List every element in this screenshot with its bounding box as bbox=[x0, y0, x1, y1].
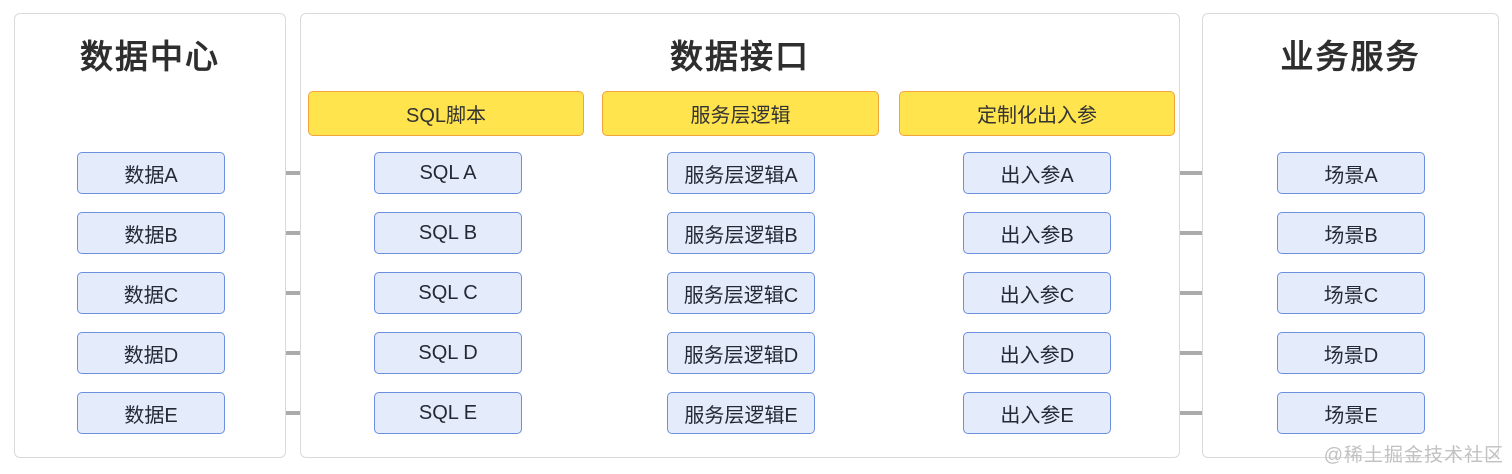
node-data-box: 数据E bbox=[77, 392, 225, 434]
node-params-box: 出入参A bbox=[963, 152, 1111, 194]
node-data-box: 数据D bbox=[77, 332, 225, 374]
node-service-box: 服务层逻辑C bbox=[667, 272, 815, 314]
node-params-box: 出入参D bbox=[963, 332, 1111, 374]
node-scene-box: 场景D bbox=[1277, 332, 1425, 374]
node-scene-box: 场景C bbox=[1277, 272, 1425, 314]
node-service-box: 服务层逻辑A bbox=[667, 152, 815, 194]
node-service-box: 服务层逻辑E bbox=[667, 392, 815, 434]
column-header-service-logic: 服务层逻辑 bbox=[602, 91, 879, 136]
column-data-items: 数据A 数据B 数据C 数据D 数据E bbox=[77, 152, 225, 434]
node-params-box: 出入参C bbox=[963, 272, 1111, 314]
panel-title-data-center: 数据中心 bbox=[80, 38, 220, 75]
node-scene-box: 场景B bbox=[1277, 212, 1425, 254]
watermark-text: @稀土掘金技术社区 bbox=[1323, 445, 1504, 466]
node-data-box: 数据B bbox=[77, 212, 225, 254]
node-params-box: 出入参B bbox=[963, 212, 1111, 254]
column-header-sql-scripts: SQL脚本 bbox=[308, 91, 584, 136]
node-sql-box: SQL B bbox=[374, 212, 522, 254]
panel-title-data-interface: 数据接口 bbox=[670, 38, 810, 75]
column-scene-items: 场景A 场景B 场景C 场景D 场景E bbox=[1277, 152, 1425, 434]
node-data-box: 数据A bbox=[77, 152, 225, 194]
panel-data-center: 数据中心 bbox=[14, 13, 286, 458]
node-sql-box: SQL D bbox=[374, 332, 522, 374]
node-data-box: 数据C bbox=[77, 272, 225, 314]
column-service-items: 服务层逻辑A 服务层逻辑B 服务层逻辑C 服务层逻辑D 服务层逻辑E bbox=[667, 152, 815, 434]
node-sql-box: SQL C bbox=[374, 272, 522, 314]
column-params-items: 出入参A 出入参B 出入参C 出入参D 出入参E bbox=[963, 152, 1111, 434]
panel-title-business-service: 业务服务 bbox=[1280, 38, 1421, 75]
node-scene-box: 场景E bbox=[1277, 392, 1425, 434]
node-params-box: 出入参E bbox=[963, 392, 1111, 434]
node-service-box: 服务层逻辑B bbox=[667, 212, 815, 254]
node-scene-box: 场景A bbox=[1277, 152, 1425, 194]
column-header-io-params: 定制化出入参 bbox=[899, 91, 1175, 136]
node-service-box: 服务层逻辑D bbox=[667, 332, 815, 374]
node-sql-box: SQL A bbox=[374, 152, 522, 194]
node-sql-box: SQL E bbox=[374, 392, 522, 434]
column-sql-items: SQL A SQL B SQL C SQL D SQL E bbox=[374, 152, 522, 434]
